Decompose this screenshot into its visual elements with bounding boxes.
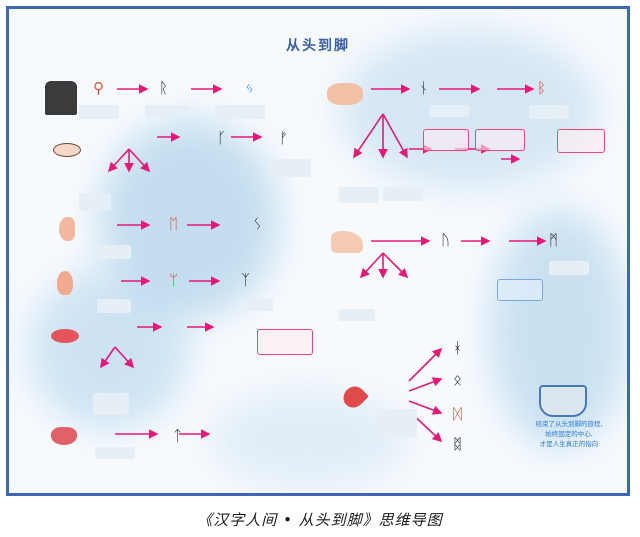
glyph-sketch: ᛃ xyxy=(245,79,255,97)
annotation-note xyxy=(429,105,469,117)
closing-text: 结束了从头到脚的旅程, 始终固定的中心, 才是人生真正的指向 xyxy=(529,419,609,449)
annotation-box xyxy=(475,129,525,151)
glyph-sketch: ᛟ xyxy=(453,371,463,389)
scholar-portrait-icon xyxy=(45,81,77,115)
watercolor-wash xyxy=(209,389,409,489)
glyph-sketch: ᛊ xyxy=(253,215,263,233)
glyph-sketch: ᚾ xyxy=(419,79,429,97)
glyph-sketch: ⚲ xyxy=(93,79,104,97)
glyph-sketch: ᛘ xyxy=(169,271,179,289)
glyph-sketch: ᛗ xyxy=(549,231,559,249)
annotation-note xyxy=(79,193,111,211)
annotation-note xyxy=(93,393,129,415)
closing-line: 始终固定的中心, xyxy=(545,430,593,438)
mind-map-frame: 从头到脚 xyxy=(6,6,630,496)
annotation-note xyxy=(145,105,191,117)
glyph-sketch: ᚠ xyxy=(279,129,289,147)
glyph-sketch: ᚢ xyxy=(441,231,451,249)
nose-icon xyxy=(57,271,73,295)
connector-arrows xyxy=(100,84,547,443)
annotation-box xyxy=(557,129,605,153)
teapot-lotus-icon xyxy=(539,385,587,417)
foot-icon xyxy=(331,231,363,253)
glyph-sketch: ᚱ xyxy=(159,79,169,97)
hands-icon xyxy=(327,83,363,105)
glyph-sketch: ᛥ xyxy=(453,435,463,453)
annotation-note xyxy=(377,409,417,437)
annotation-note xyxy=(215,105,265,119)
page-title: 从头到脚 xyxy=(286,38,350,54)
annotation-box xyxy=(423,129,469,151)
annotation-note xyxy=(95,447,135,459)
closing-line: 结束了从头到脚的旅程, xyxy=(535,420,603,428)
ear-icon xyxy=(59,217,75,241)
glyph-sketch: ᛒ xyxy=(537,79,547,97)
tongue-icon xyxy=(51,427,77,445)
annotation-note xyxy=(269,159,311,177)
annotation-note xyxy=(97,299,131,313)
glyph-sketch: ᚼ xyxy=(453,339,463,357)
annotation-box xyxy=(497,279,543,301)
annotation-note xyxy=(97,245,131,259)
annotation-note xyxy=(549,261,589,275)
glyph-sketch: ᛏ xyxy=(173,427,183,445)
glyph-sketch: ᛖ xyxy=(169,215,179,233)
lips-icon xyxy=(51,329,79,343)
glyph-sketch: ᛞ xyxy=(453,405,463,423)
annotation-note xyxy=(529,105,569,119)
eye-icon xyxy=(53,143,81,157)
annotation-note xyxy=(339,309,375,321)
annotation-note xyxy=(339,187,379,203)
annotation-note xyxy=(383,187,423,201)
glyph-sketch: ᚴ xyxy=(217,129,227,147)
closing-line: 才是人生真正的指向 xyxy=(539,440,599,448)
annotation-note xyxy=(79,105,119,119)
annotation-box xyxy=(257,329,313,355)
glyph-sketch: ᛉ xyxy=(241,271,251,289)
figure-caption: 《汉字人间 • 从头到脚》思维导图 xyxy=(197,511,443,529)
annotation-note xyxy=(239,299,273,311)
